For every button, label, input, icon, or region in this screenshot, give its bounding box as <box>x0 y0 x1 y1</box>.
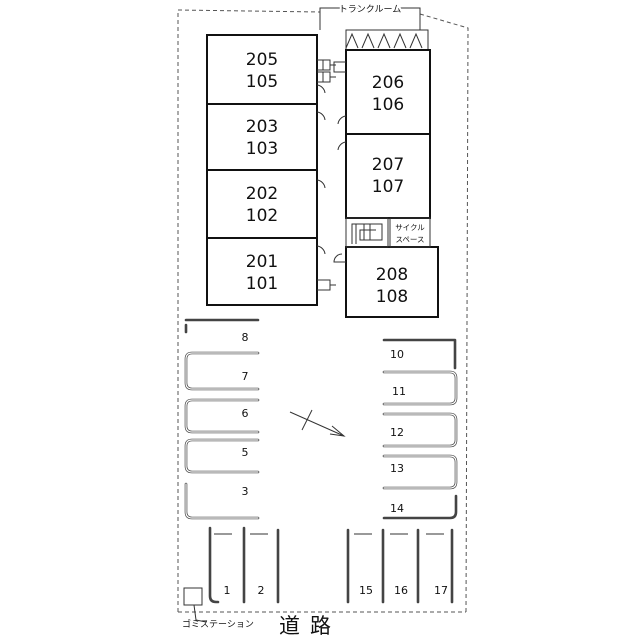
parking-slot-12: 12 <box>390 426 404 439</box>
cycle-space-label-2: スペース <box>395 235 424 244</box>
unit-201-lower: 101 <box>246 274 278 294</box>
parking-slot-16: 16 <box>394 584 408 597</box>
trunk-room-label: トランクルーム <box>339 4 401 15</box>
cycle-space-label-1: サイクル <box>395 223 425 232</box>
parking-bottom <box>208 526 454 604</box>
unit-207-lower: 107 <box>372 177 404 197</box>
right-building: サイクル スペース <box>345 49 439 318</box>
unit-202-lower: 102 <box>246 206 278 226</box>
garbage-station: ゴミステーション <box>182 587 254 630</box>
parking-slot-3: 3 <box>242 485 249 498</box>
cycle-space <box>389 217 431 248</box>
unit-201-upper: 201 <box>246 252 278 272</box>
unit-202-102 <box>206 169 318 239</box>
garbage-station-label: ゴミステーション <box>182 618 254 630</box>
parking-right-column <box>382 338 458 520</box>
unit-207-upper: 207 <box>372 155 404 175</box>
parking-bottom-numbers: 1 2 15 16 17 <box>224 584 449 597</box>
parking-left-column <box>184 318 260 520</box>
parking-slot-5: 5 <box>242 446 249 459</box>
parking-slot-6: 6 <box>242 407 249 420</box>
road-label: 道路 <box>279 614 341 638</box>
unit-203-lower: 103 <box>246 139 278 159</box>
garbage-station-box <box>183 587 203 606</box>
parking-left-numbers: 8 7 6 5 4 3 <box>242 331 249 498</box>
parking-slot-15: 15 <box>359 584 373 597</box>
parking-slot-2: 2 <box>258 584 265 597</box>
trunk-room-lockers <box>345 29 429 51</box>
parking-slot-17: 17 <box>434 584 448 597</box>
parking-slot-7: 7 <box>242 370 249 383</box>
unit-207-107 <box>345 133 431 219</box>
unit-202-upper: 202 <box>246 184 278 204</box>
parking-slot-13: 13 <box>390 462 404 475</box>
doors <box>316 59 347 291</box>
staircase <box>345 217 389 248</box>
north-arrow-icon <box>289 409 346 437</box>
unit-208-upper: 208 <box>376 265 408 285</box>
unit-206-upper: 206 <box>372 73 404 93</box>
unit-205-lower: 105 <box>246 72 278 92</box>
parking-slot-11: 11 <box>392 385 406 398</box>
unit-203-103 <box>206 103 318 171</box>
unit-208-lower: 108 <box>376 287 408 307</box>
unit-201-101 <box>206 237 318 306</box>
site-boundary <box>177 9 469 613</box>
unit-203-upper: 203 <box>246 117 278 137</box>
unit-206-lower: 106 <box>372 95 404 115</box>
parking-slot-1: 1 <box>224 584 231 597</box>
trunk-room-bracket: トランクルーム <box>319 2 421 30</box>
unit-205-upper: 205 <box>246 50 278 70</box>
parking-right-numbers: 10 11 12 13 14 <box>390 348 406 515</box>
parking-slot-10: 10 <box>390 348 404 361</box>
unit-labels: 205 105 203 103 202 102 201 101 206 106 … <box>246 50 408 307</box>
parking-slot-8: 8 <box>242 331 249 344</box>
parking-slot-14: 14 <box>390 502 404 515</box>
